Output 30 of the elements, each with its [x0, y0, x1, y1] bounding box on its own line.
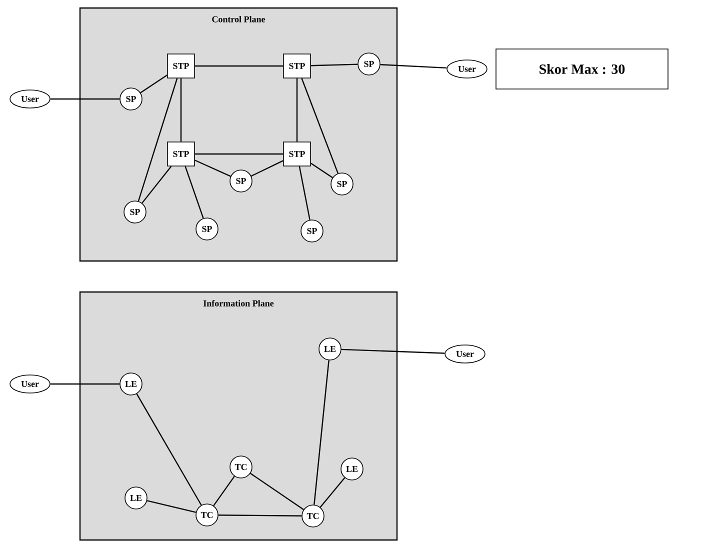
connector-line	[298, 166, 310, 220]
connector-line	[310, 162, 333, 178]
connector-line	[251, 160, 284, 177]
connector-line	[142, 166, 172, 204]
connector-line	[310, 64, 358, 66]
connector-line	[296, 78, 298, 142]
connector-line	[140, 74, 168, 94]
connector-line	[301, 78, 338, 174]
stp-box: STP	[283, 142, 311, 166]
connector-line	[50, 383, 120, 385]
connector-line	[194, 160, 231, 177]
stp-box: STP	[283, 54, 311, 78]
score-box: Skor Max : 30	[496, 48, 668, 90]
stp-box: STP	[167, 54, 195, 78]
connector-line	[146, 500, 196, 513]
connector-line	[194, 65, 284, 67]
connector-line	[218, 514, 302, 516]
connector-line	[380, 64, 447, 69]
connector-line	[320, 477, 346, 508]
connector-line	[314, 360, 330, 505]
connector-line	[341, 348, 445, 354]
connector-line	[194, 153, 284, 155]
connector-line	[136, 394, 202, 506]
stp-box: STP	[167, 142, 195, 166]
connector-line	[213, 476, 235, 506]
connector-line	[138, 78, 178, 202]
connector-line	[184, 166, 204, 218]
connector-line	[250, 472, 304, 510]
connector-line	[180, 78, 182, 142]
connector-line	[50, 98, 120, 100]
